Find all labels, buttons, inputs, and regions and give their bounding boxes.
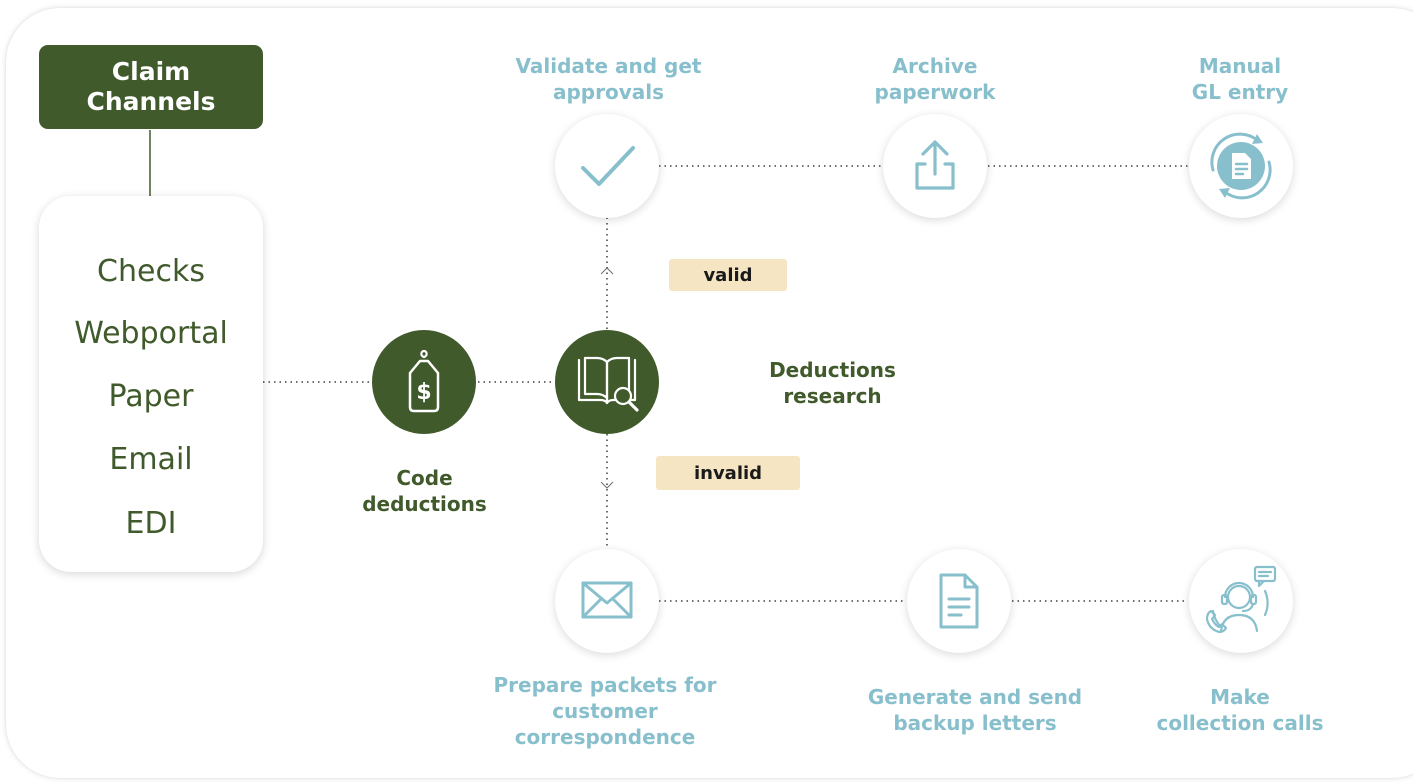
letters-label-line-2: backup letters — [893, 711, 1057, 735]
research-label-line-2: research — [783, 384, 882, 408]
envelope-icon — [581, 581, 633, 619]
archive-label-line-1: Archive — [892, 54, 978, 78]
checkmark-icon — [581, 146, 635, 186]
channels-card: Checks Webportal Paper Email EDI — [39, 196, 263, 572]
price-tag-dollar-icon: $ — [408, 349, 440, 413]
upload-icon — [915, 140, 955, 190]
validate-label-line-2: approvals — [552, 80, 665, 104]
gl-entry-node — [1189, 114, 1293, 218]
calls-label-line-1: Make — [1210, 685, 1270, 709]
code-label-line-1: Code — [396, 466, 453, 490]
gl-label-line-2: GL entry — [1191, 80, 1289, 104]
channel-edi: EDI — [125, 506, 177, 541]
code-deductions-node: $ — [372, 330, 476, 434]
valid-tag: valid — [669, 259, 787, 291]
code-label-line-2: deductions — [362, 492, 487, 516]
header-line-1: Claim — [111, 57, 191, 86]
svg-text:$: $ — [416, 380, 431, 405]
invalid-tag: invalid — [656, 456, 800, 490]
prepare-packets-label: Prepare packets for customer corresponde… — [470, 672, 740, 750]
arrow-up-icon — [600, 267, 614, 275]
archive-label-line-2: paperwork — [874, 80, 996, 104]
validate-label: Validate and get approvals — [487, 53, 730, 105]
deductions-research-label: Deductions research — [745, 357, 920, 409]
channel-paper: Paper — [108, 379, 194, 414]
deductions-research-node — [555, 330, 659, 434]
prepare-packets-node — [555, 549, 659, 653]
research-label-line-1: Deductions — [769, 358, 896, 382]
channel-webportal: Webportal — [74, 316, 228, 351]
prepare-label-line-1: Prepare packets for — [493, 673, 717, 697]
collection-calls-label: Make collection calls — [1140, 684, 1340, 736]
headset-agent-icon — [1205, 565, 1277, 634]
gl-label-line-1: Manual — [1198, 54, 1282, 78]
header-line-2: Channels — [86, 87, 216, 116]
gl-entry-label: Manual GL entry — [1165, 53, 1315, 105]
channel-email: Email — [109, 442, 193, 477]
collection-calls-node — [1189, 549, 1293, 653]
prepare-label-line-2: customer — [552, 699, 658, 723]
prepare-label-line-3: correspondence — [514, 725, 696, 749]
claim-channels-header: Claim Channels — [39, 45, 263, 129]
letters-label-line-1: Generate and send — [867, 685, 1083, 709]
code-deductions-label: Code deductions — [337, 465, 512, 517]
validate-label-line-1: Validate and get — [515, 54, 702, 78]
archive-label: Archive paperwork — [860, 53, 1010, 105]
channel-checks: Checks — [97, 254, 205, 289]
validate-node — [555, 114, 659, 218]
backup-letters-node — [907, 549, 1011, 653]
arrow-down-icon — [600, 481, 614, 489]
archive-node — [883, 114, 987, 218]
book-magnifier-icon — [577, 356, 639, 412]
calls-label-line-2: collection calls — [1156, 711, 1324, 735]
document-icon — [939, 573, 979, 629]
document-cycle-icon — [1210, 132, 1272, 200]
backup-letters-label: Generate and send backup letters — [845, 684, 1105, 736]
